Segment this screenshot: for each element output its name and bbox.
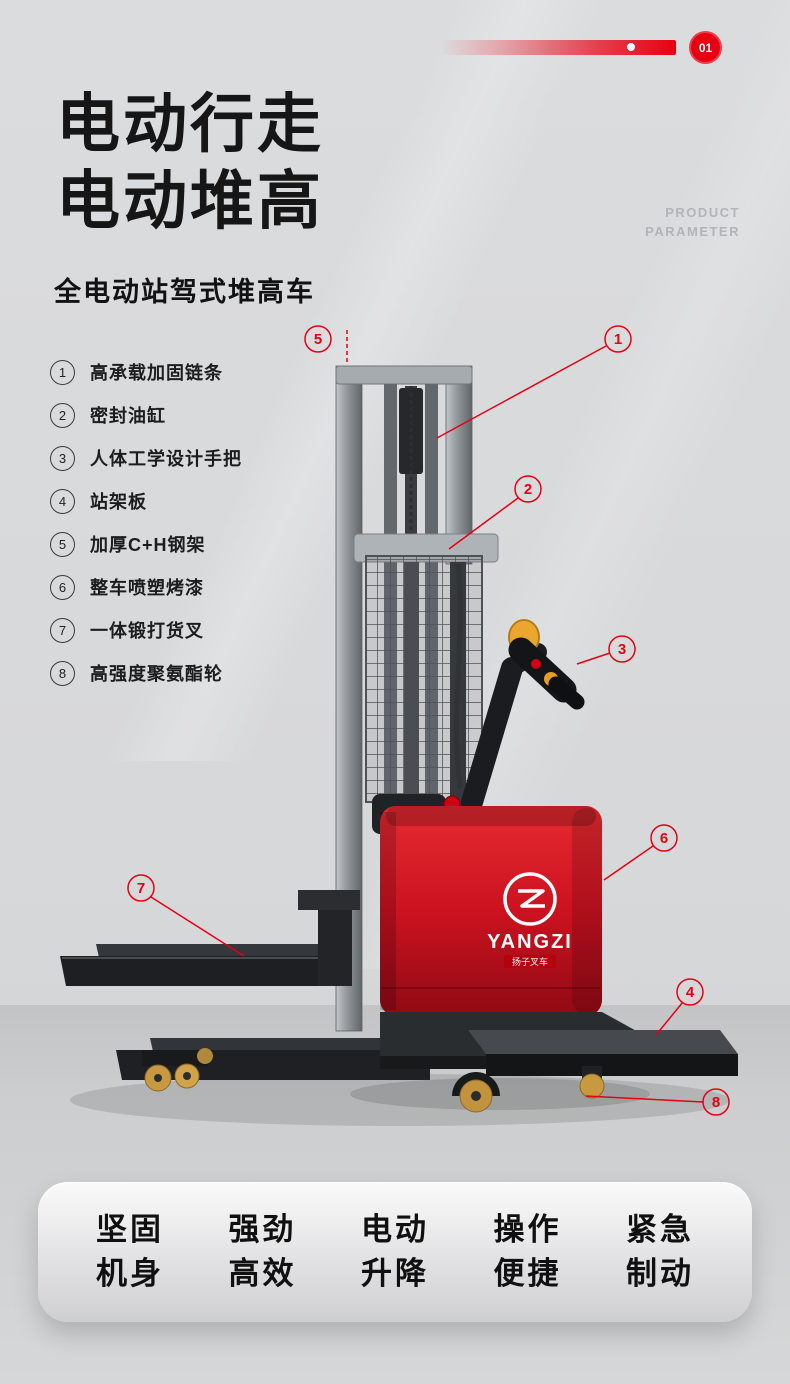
near-fork (60, 956, 346, 986)
feature-number-badge: 6 (50, 574, 75, 600)
callout-marker-6: 6 (603, 824, 678, 881)
bottom-feature-3: 电动 升降 (361, 1208, 429, 1296)
page-number: 01 (698, 40, 713, 55)
bottom-feature-line: 高效 (228, 1256, 297, 1291)
svg-text:3: 3 (618, 641, 626, 658)
svg-text:5: 5 (314, 331, 322, 348)
callout-marker-7: 7 (127, 874, 245, 957)
feature-item-1: 1 高承载加固链条 (50, 359, 242, 385)
logo-z-mark (518, 889, 545, 908)
feature-label: 高承载加固链条 (90, 363, 223, 383)
bottom-feature-line: 强劲 (228, 1211, 297, 1247)
feature-item-6: 6 整车喷塑烤漆 (50, 574, 242, 600)
page-title: 电动行走 电动堆高 (56, 86, 324, 240)
handle-knob (508, 619, 540, 655)
load-backrest-mesh (365, 555, 483, 803)
feature-number-badge: 5 (50, 531, 75, 557)
accent-dot (627, 43, 635, 51)
tiller-arm (461, 657, 523, 813)
body-group: YANGZI 扬子叉车 (372, 794, 602, 1016)
hydraulic-cylinder (404, 562, 419, 806)
feature-item-5: 5 加厚C+H钢架 (50, 531, 242, 557)
svg-text:4: 4 (686, 984, 695, 1001)
feature-number-badge: 2 (50, 402, 75, 428)
far-fork (96, 944, 344, 962)
callout-marker-1: 1 (436, 325, 632, 439)
side-label-line-1: PRODUCT (665, 205, 740, 220)
feature-number-badge: 3 (50, 445, 75, 471)
bottom-feature-line: 制动 (626, 1256, 694, 1291)
hydraulic-hose (454, 563, 463, 789)
bottom-feature-line: 坚固 (96, 1211, 164, 1247)
handle-grip (508, 637, 577, 703)
bottom-feature-line: 电动 (361, 1211, 429, 1247)
feature-label: 人体工学设计手把 (90, 449, 242, 469)
fork-carriage (298, 890, 360, 910)
bottom-feature-panel: 坚固 机身 强劲 高效 电动 升降 操作 便捷 紧急 制动 (38, 1182, 752, 1322)
feature-item-8: 8 高强度聚氨酯轮 (50, 660, 242, 686)
handle-button (531, 659, 541, 669)
top-accent-bar (440, 40, 676, 55)
svg-text:2: 2 (524, 481, 532, 498)
svg-text:1: 1 (614, 331, 622, 348)
logo-circle (503, 872, 557, 926)
fork-group (60, 890, 360, 986)
feature-label: 整车喷塑烤漆 (90, 578, 204, 598)
bottom-feature-1: 坚固 机身 (96, 1208, 164, 1296)
callout-marker-5: 5 (304, 325, 348, 362)
feature-number-badge: 1 (50, 359, 75, 385)
feature-item-2: 2 密封油缸 (50, 402, 242, 428)
feature-number-badge: 8 (50, 660, 75, 686)
title-line-1: 电动行走 (56, 88, 324, 160)
body-red-cover (380, 806, 602, 1016)
lift-chain-block (399, 388, 423, 474)
feature-item-7: 7 一体锻打货叉 (50, 617, 242, 643)
svg-text:6: 6 (660, 830, 668, 847)
bottom-feature-4: 操作 便捷 (494, 1208, 562, 1296)
title-line-2: 电动堆高 (56, 164, 324, 237)
feature-list: 1 高承载加固链条 2 密封油缸 3 人体工学设计手把 4 站架板 5 加厚C+… (50, 359, 242, 704)
brand-name: YANGZI (487, 931, 573, 953)
handle-group (461, 619, 585, 813)
bottom-feature-line: 机身 (96, 1256, 164, 1291)
feature-label: 一体锻打货叉 (90, 621, 204, 641)
callout-marker-2: 2 (448, 475, 542, 550)
brand-logo: YANGZI 扬子叉车 (487, 872, 573, 968)
bottom-feature-2: 强劲 高效 (229, 1208, 297, 1296)
bottom-feature-line: 便捷 (493, 1256, 562, 1291)
emergency-stop-knob (443, 795, 461, 813)
feature-label: 密封油缸 (90, 406, 166, 426)
bottom-feature-5: 紧急 制动 (626, 1208, 694, 1296)
fork-heel (318, 898, 352, 986)
feature-item-4: 4 站架板 (50, 488, 242, 514)
bottom-feature-line: 升降 (361, 1256, 429, 1291)
brand-subtitle: 扬子叉车 (512, 956, 548, 967)
feature-label: 站架板 (90, 492, 147, 512)
feature-number-badge: 7 (50, 617, 75, 643)
side-label: PRODUCT PARAMETER (645, 204, 740, 242)
svg-text:7: 7 (137, 880, 145, 897)
bottom-feature-line: 操作 (493, 1211, 562, 1247)
page-subtitle: 全电动站驾式堆高车 (54, 277, 315, 307)
feature-number-badge: 4 (50, 488, 75, 514)
callout-marker-3: 3 (576, 635, 636, 665)
feature-label: 加厚C+H钢架 (90, 535, 206, 555)
feature-label: 高强度聚氨酯轮 (90, 664, 223, 684)
bottom-feature-line: 紧急 (626, 1211, 694, 1247)
side-label-line-2: PARAMETER (645, 223, 740, 239)
feature-item-3: 3 人体工学设计手把 (50, 445, 242, 471)
page-number-badge: 01 (689, 31, 722, 64)
mast-group (335, 365, 499, 1032)
carriage-crossbar (353, 533, 499, 563)
